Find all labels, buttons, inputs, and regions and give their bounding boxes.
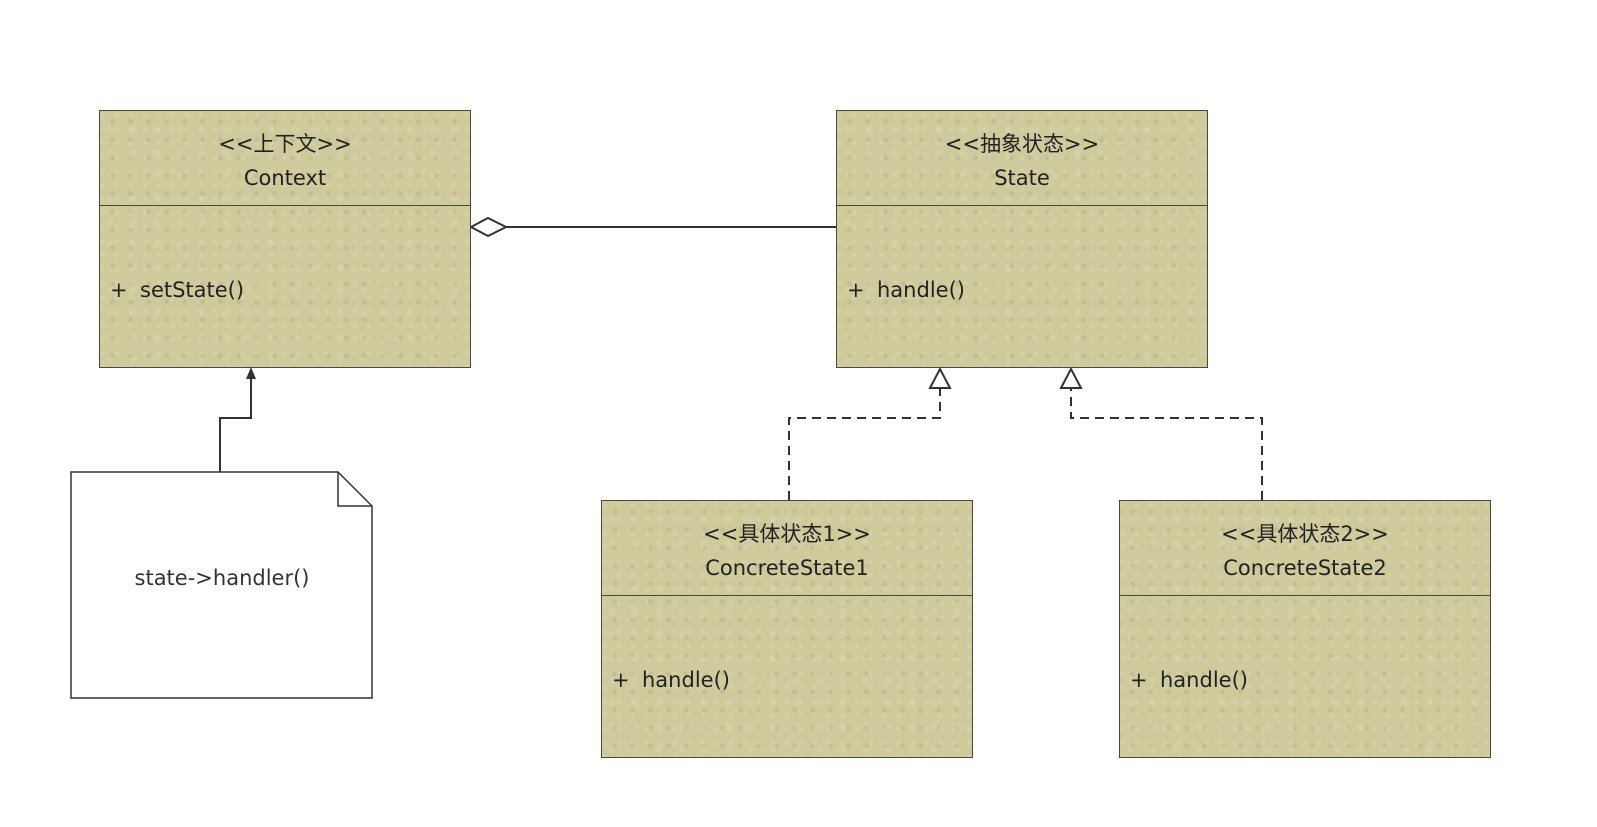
- realization-line-1: [788, 388, 941, 500]
- class-state-operation: + handle(): [847, 278, 965, 302]
- class-context-operation: + setState(): [110, 278, 244, 302]
- class-context-stereotype: <<上下文>>: [218, 132, 352, 156]
- class-context-name: Context: [243, 166, 327, 190]
- realization-line-2: [1070, 388, 1263, 500]
- note-link-line: [219, 378, 252, 472]
- visibility-marker: +: [110, 278, 128, 302]
- class-state-header: <<抽象状态>> State: [837, 111, 1207, 206]
- class-concrete-state-2[interactable]: <<具体状态2>> ConcreteState2 + handle(): [1119, 500, 1491, 758]
- class-concrete-state-2-header: <<具体状态2>> ConcreteState2: [1120, 501, 1490, 596]
- operation-name: handle(): [642, 668, 730, 692]
- class-state[interactable]: <<抽象状态>> State + handle(): [836, 110, 1208, 368]
- realization-arrowhead-1: [928, 366, 952, 389]
- class-state-name: State: [994, 166, 1050, 190]
- class-concrete-state-2-name: ConcreteState2: [1223, 556, 1387, 580]
- aggregation-diamond: [468, 216, 509, 238]
- visibility-marker: +: [1130, 668, 1148, 692]
- class-concrete-state-2-operation: + handle(): [1130, 668, 1248, 692]
- class-concrete-state-1-operation: + handle(): [612, 668, 730, 692]
- visibility-marker: +: [612, 668, 630, 692]
- class-concrete-state-1-stereotype: <<具体状态1>>: [703, 522, 871, 546]
- class-concrete-state-2-stereotype: <<具体状态2>>: [1221, 522, 1389, 546]
- visibility-marker: +: [847, 278, 865, 302]
- realization-arrowhead-2: [1059, 366, 1083, 389]
- note-link-arrowhead: [246, 367, 256, 379]
- class-concrete-state-1-header: <<具体状态1>> ConcreteState1: [602, 501, 972, 596]
- operation-name: setState(): [140, 278, 245, 302]
- operation-name: handle(): [1160, 668, 1248, 692]
- note-text: state->handler(): [134, 566, 310, 590]
- class-context-header: <<上下文>> Context: [100, 111, 470, 206]
- class-context[interactable]: <<上下文>> Context + setState(): [99, 110, 471, 368]
- class-state-stereotype: <<抽象状态>>: [944, 132, 1100, 156]
- class-concrete-state-1[interactable]: <<具体状态1>> ConcreteState1 + handle(): [601, 500, 973, 758]
- class-concrete-state-1-name: ConcreteState1: [705, 556, 869, 580]
- operation-name: handle(): [877, 278, 965, 302]
